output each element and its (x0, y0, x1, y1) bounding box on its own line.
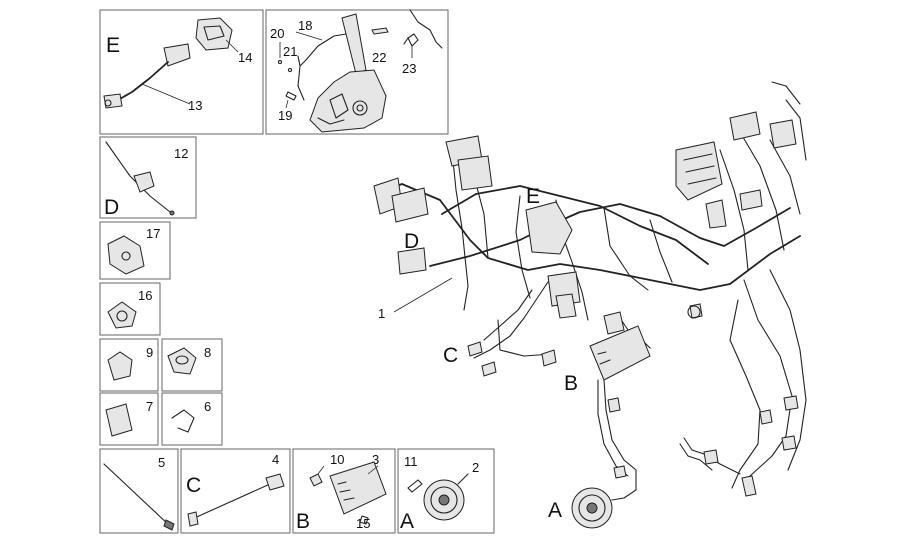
panel-e: E 14 13 (99, 9, 264, 135)
panel-b-frame (292, 448, 396, 534)
panel-16-frame (99, 282, 161, 336)
control-unit-3 (329, 461, 387, 515)
tie-wrap-5 (103, 463, 171, 527)
panel-d-frame (99, 136, 197, 219)
part-number-20: 20 (270, 26, 284, 41)
part-number-11: 11 (404, 454, 418, 469)
part-number-6: 6 (204, 399, 211, 414)
horn-a-installed (571, 487, 613, 529)
part-number-22: 22 (372, 50, 386, 65)
panel-16: 16 (99, 282, 161, 336)
connector-e (525, 201, 573, 255)
harness-label-c: C (443, 344, 458, 367)
clip-7 (105, 403, 133, 437)
part-number-16: 16 (138, 288, 152, 303)
pin-22 (371, 27, 389, 35)
panel-5-frame (99, 448, 179, 534)
part-number-8: 8 (204, 345, 211, 360)
cable-4 (189, 483, 271, 521)
panel-fork-frame (265, 9, 449, 135)
bracket-17 (107, 235, 145, 275)
panel-9: 9 (99, 338, 159, 392)
panel-a: A 11 2 (397, 448, 495, 534)
harness-label-d: D (404, 230, 419, 253)
panel-a-frame (397, 448, 495, 534)
group-label-a: A (400, 510, 414, 533)
part-number-18: 18 (298, 18, 312, 33)
part-number-9: 9 (146, 345, 153, 360)
part-number-7: 7 (146, 399, 153, 414)
cable-tie-part (105, 141, 175, 216)
group-label-d: D (104, 196, 119, 219)
bolt-20 (277, 59, 283, 65)
panel-17-frame (99, 221, 171, 280)
part-number-23: 23 (402, 61, 416, 76)
horn-2 (423, 473, 469, 521)
panel-c: C 4 (180, 448, 291, 534)
panel-fork: 18 20 21 19 22 23 (265, 9, 449, 135)
part-number-17: 17 (146, 226, 160, 241)
washer-21 (287, 67, 293, 73)
fuse-box (675, 141, 723, 201)
part-number-4: 4 (272, 452, 279, 467)
harness-label-a: A (548, 499, 562, 522)
part-number-10: 10 (330, 452, 344, 467)
clip-9 (107, 351, 133, 381)
panel-7-frame (99, 392, 159, 446)
group-label-e: E (106, 34, 120, 57)
panel-7: 7 (99, 392, 159, 446)
part-number-5: 5 (158, 455, 165, 470)
main-wiring-harness (373, 81, 807, 529)
panel-6-frame (161, 392, 223, 446)
part-number-14: 14 (238, 50, 252, 65)
panel-b: B 10 3 15 (292, 448, 396, 534)
part-number-3: 3 (372, 452, 379, 467)
panel-6: 6 (161, 392, 223, 446)
bolt-11 (407, 479, 423, 493)
clip-6 (171, 409, 195, 433)
screw-15 (359, 515, 369, 525)
connector-d (397, 247, 427, 275)
fork-leg-part (309, 13, 387, 133)
panel-c-frame (180, 448, 291, 534)
clip-23 (403, 33, 419, 47)
part-number-13: 13 (188, 98, 202, 113)
part-number-12: 12 (174, 146, 188, 161)
panel-d: D 12 (99, 136, 197, 219)
nut-10 (309, 473, 323, 487)
panel-5: 5 (99, 448, 179, 534)
clip-8 (167, 347, 197, 375)
group-label-b: B (296, 510, 310, 533)
panel-9-frame (99, 338, 159, 392)
part-number-2: 2 (472, 460, 479, 475)
panel-e-frame (99, 9, 264, 135)
part-number-1: 1 (378, 306, 385, 321)
group-label-c: C (186, 474, 201, 497)
part-number-19: 19 (278, 108, 292, 123)
harness-label-b: B (564, 372, 578, 395)
part-number-21: 21 (283, 44, 297, 59)
panel-8: 8 (161, 338, 223, 392)
grommet-part (195, 17, 233, 51)
harness-label-e: E (526, 185, 540, 208)
module-b-installed (589, 325, 651, 381)
bolt-19 (285, 91, 297, 101)
panel-8-frame (161, 338, 223, 392)
panel-17: 17 (99, 221, 171, 280)
clamp-16 (107, 301, 137, 329)
sensor-cable-part (103, 43, 191, 109)
